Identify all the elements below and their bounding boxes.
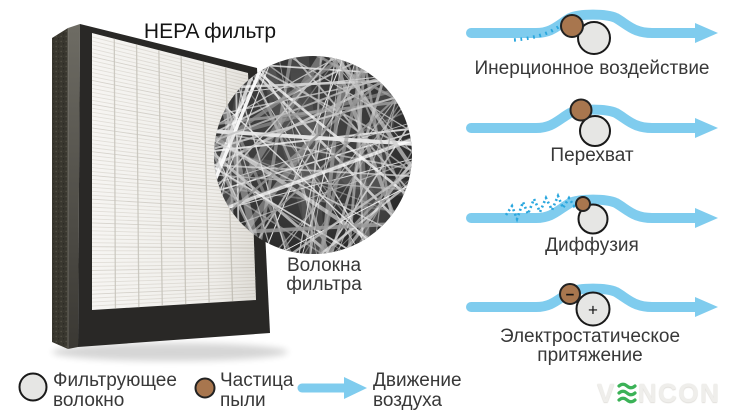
fiber-circle-icon (18, 372, 48, 402)
fiber-circle (577, 21, 611, 55)
sem-fiber-strands (214, 56, 412, 254)
filter-face-shading (92, 33, 256, 310)
legend-label-fiber: Фильтрующее волокно (53, 370, 177, 411)
inset-label: Волокна фильтра (286, 255, 362, 295)
fiber-circle (579, 115, 611, 147)
mechanism-label-diffusion: Диффузия (545, 235, 639, 256)
mechanism-label-inertia: Инерционное воздействие (474, 58, 710, 79)
dust-particle (569, 98, 593, 122)
watermark-letter-v: V (597, 377, 616, 408)
legend-label-particle: Частица пыли (220, 370, 294, 411)
air-stream (466, 194, 704, 223)
filter-shadow (52, 343, 288, 361)
dust-particle-icon (194, 377, 216, 399)
plus-symbol: + (588, 301, 598, 320)
hepa-filter-illustration (52, 24, 288, 361)
vencon-watermark: V NCON (597, 378, 720, 408)
mechanism-interception-figure (466, 98, 718, 147)
air-arrowhead-icon (695, 118, 718, 138)
dust-particle (560, 14, 584, 38)
mechanism-electrostatic-figure: − + (466, 283, 718, 327)
fiber-circle (575, 291, 611, 327)
mechanism-label-interception: Перехват (550, 145, 634, 166)
air-arrowhead-icon (695, 208, 718, 228)
mechanism-inertia-figure (466, 9, 718, 55)
green-wave-e-icon (617, 382, 637, 404)
legend-label-air: Движение воздуха (373, 370, 462, 411)
sem-fiber-inset (214, 56, 412, 254)
air-arrowhead-icon (695, 297, 718, 317)
air-arrowhead-icon (695, 23, 718, 43)
legend-icons (18, 372, 367, 402)
air-stream (466, 104, 704, 133)
page-title: HEPA фильтр (143, 20, 277, 43)
dust-particle (575, 196, 591, 212)
air-arrow-icon (297, 377, 367, 399)
mechanism-label-electrostatic: Электростатическое притяжение (499, 326, 681, 366)
filter-side-rail (68, 24, 80, 349)
filter-foam-side (52, 28, 68, 349)
watermark-letters-ncon: NCON (637, 377, 721, 408)
fiber-circle (577, 203, 609, 235)
air-stream (466, 283, 704, 312)
dust-particle (559, 283, 581, 305)
minus-symbol: − (566, 287, 575, 304)
mechanism-diffusion-figure (466, 192, 718, 235)
